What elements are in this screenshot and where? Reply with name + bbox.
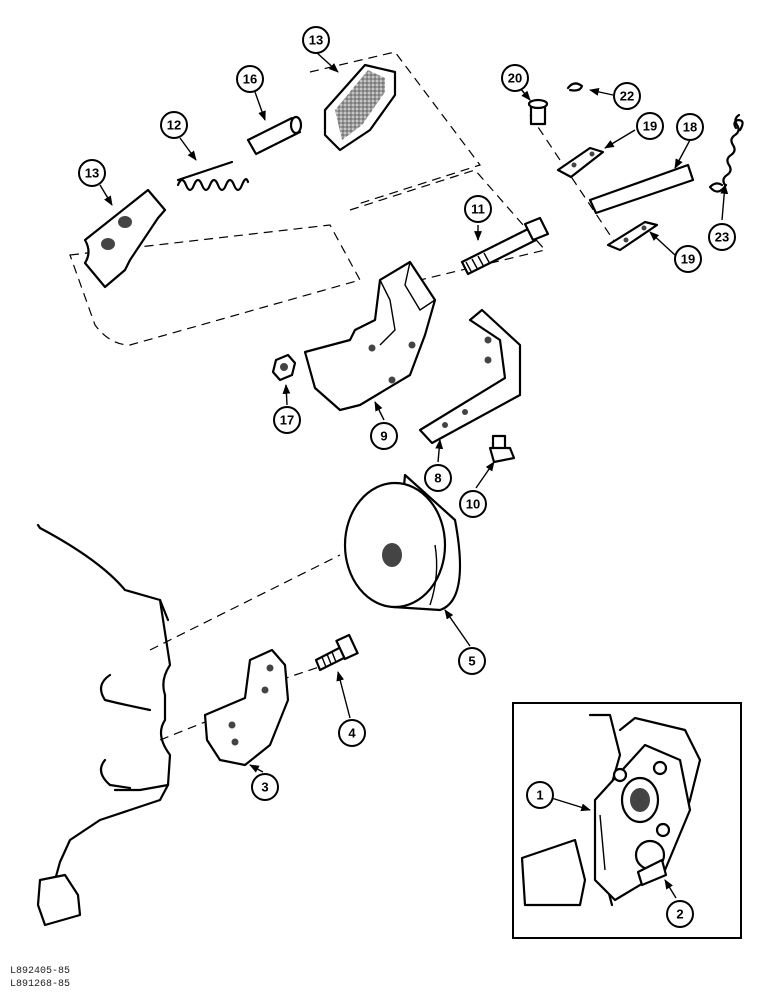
callout-13-left: 13 bbox=[78, 159, 106, 187]
callout-23: 23 bbox=[708, 223, 736, 251]
svg-text:17: 17 bbox=[280, 413, 294, 428]
callout-2: 2 bbox=[666, 900, 694, 928]
svg-text:22: 22 bbox=[620, 89, 634, 104]
svg-text:5: 5 bbox=[468, 654, 475, 669]
svg-text:23: 23 bbox=[715, 230, 729, 245]
callout-11: 11 bbox=[464, 195, 492, 223]
callout-1: 1 bbox=[526, 781, 554, 809]
shim-upper bbox=[556, 146, 605, 179]
brake-pad-upper bbox=[323, 63, 397, 152]
brake-pad-left bbox=[83, 188, 167, 289]
inset-detail bbox=[512, 702, 742, 939]
callout-20: 20 bbox=[501, 64, 529, 92]
brake-disc bbox=[343, 473, 462, 612]
reference-code-2: L891268-85 bbox=[10, 979, 71, 990]
svg-text:18: 18 bbox=[683, 120, 697, 135]
callout-18: 18 bbox=[676, 113, 704, 141]
svg-text:8: 8 bbox=[434, 471, 441, 486]
svg-text:16: 16 bbox=[243, 72, 257, 87]
callout-8: 8 bbox=[424, 464, 452, 492]
svg-text:20: 20 bbox=[508, 71, 522, 86]
callout-16: 16 bbox=[236, 65, 264, 93]
callout-3: 3 bbox=[251, 773, 279, 801]
callout-13-upper: 13 bbox=[302, 26, 330, 54]
pad-housing-boundary bbox=[309, 51, 481, 206]
mounting-bracket bbox=[303, 260, 437, 412]
reference-code-1: L892405-85 bbox=[10, 966, 71, 977]
callout-9: 9 bbox=[370, 422, 398, 450]
centerline-upper bbox=[529, 114, 621, 251]
splined-stud bbox=[314, 633, 359, 672]
nut bbox=[271, 353, 297, 382]
svg-text:13: 13 bbox=[85, 166, 99, 181]
callout-4: 4 bbox=[338, 719, 366, 747]
svg-text:3: 3 bbox=[261, 780, 268, 795]
svg-text:19: 19 bbox=[681, 252, 695, 267]
svg-text:2: 2 bbox=[676, 907, 683, 922]
clevis-pin bbox=[527, 98, 549, 126]
return-spring bbox=[708, 113, 744, 193]
svg-text:13: 13 bbox=[309, 33, 323, 48]
svg-text:1: 1 bbox=[536, 788, 543, 803]
callout-22: 22 bbox=[613, 82, 641, 110]
callout-10: 10 bbox=[459, 490, 487, 518]
callout-19-lower: 19 bbox=[674, 245, 702, 273]
shim-lower bbox=[606, 220, 659, 252]
svg-text:4: 4 bbox=[348, 726, 356, 741]
angle-bracket bbox=[418, 308, 522, 445]
callout-17: 17 bbox=[273, 406, 301, 434]
clip bbox=[566, 82, 584, 92]
leader-lines bbox=[99, 51, 729, 899]
caliper-boundary bbox=[349, 169, 547, 281]
spring bbox=[176, 160, 250, 192]
svg-text:9: 9 bbox=[380, 429, 387, 444]
mount-plate bbox=[203, 648, 290, 767]
callout-12: 12 bbox=[160, 111, 188, 139]
svg-text:19: 19 bbox=[643, 119, 657, 134]
centerline-main bbox=[149, 554, 341, 651]
callout-5: 5 bbox=[458, 647, 486, 675]
bolt-short bbox=[488, 434, 516, 464]
brake-pad-assembly-boundary bbox=[69, 224, 361, 346]
pin bbox=[246, 115, 303, 156]
callout-19-upper: 19 bbox=[636, 112, 664, 140]
lever-bar bbox=[588, 163, 695, 215]
svg-text:12: 12 bbox=[167, 118, 181, 133]
centerline-mount bbox=[159, 664, 326, 741]
transmission-housing bbox=[36, 523, 172, 927]
svg-text:11: 11 bbox=[471, 202, 485, 217]
bolt-long bbox=[460, 216, 550, 276]
svg-text:10: 10 bbox=[466, 497, 480, 512]
